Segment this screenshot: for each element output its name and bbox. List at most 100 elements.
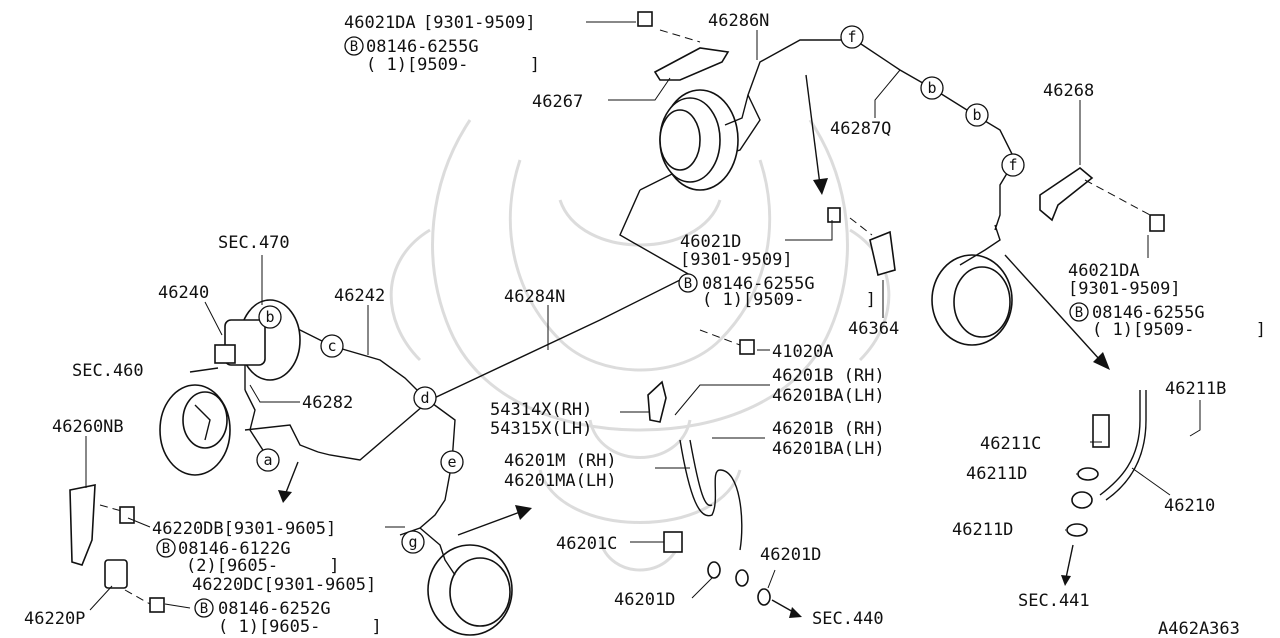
bracket-46260NB bbox=[69, 484, 126, 566]
front-rotor-left bbox=[159, 384, 231, 476]
label-41020A: 41020A bbox=[772, 342, 833, 362]
label-sec441: SEC.441 bbox=[1018, 591, 1090, 611]
label-08146-6255G-top: 08146-6255G bbox=[366, 37, 479, 57]
hose-46210 bbox=[1071, 390, 1147, 509]
marker-f-right: f bbox=[1001, 153, 1025, 177]
marker-b-2: b bbox=[965, 103, 989, 127]
label-08146-6255G-mid-qty: ( 1)[9509- ] bbox=[702, 290, 876, 310]
bolts bbox=[119, 11, 1165, 613]
leader-lines bbox=[85, 21, 1201, 611]
label-46201BA-lh-1: 46201BA(LH) bbox=[772, 386, 885, 406]
label-46201M: 46201M (RH) bbox=[504, 451, 617, 471]
label-46211B: 46211B bbox=[1165, 379, 1226, 399]
label-46201C: 46201C bbox=[556, 534, 617, 554]
label-08146-6255G-right: 08146-6255G bbox=[1092, 303, 1205, 323]
label-46211C: 46211C bbox=[980, 434, 1041, 454]
svg-text:f: f bbox=[847, 28, 856, 46]
label-46268: 46268 bbox=[1043, 81, 1094, 101]
label-46201D-1: 46201D bbox=[614, 590, 675, 610]
svg-text:B: B bbox=[350, 39, 358, 55]
label-46201B-rh-1: 46201B (RH) bbox=[772, 366, 885, 386]
figure-code: A462A363 bbox=[1158, 619, 1240, 638]
svg-text:b: b bbox=[265, 308, 274, 326]
label-46286N: 46286N bbox=[708, 11, 769, 31]
svg-text:a: a bbox=[263, 451, 272, 469]
direction-arrows bbox=[278, 74, 1110, 618]
bracket-46220P bbox=[104, 559, 151, 605]
label-46021D-range: [9301-9509] bbox=[680, 250, 793, 270]
watermark-emblem bbox=[389, 119, 891, 572]
bolt-symbol-top: B bbox=[344, 36, 364, 56]
svg-text:B: B bbox=[200, 601, 208, 617]
svg-text:f: f bbox=[1008, 156, 1017, 174]
bolt-symbol-right: B bbox=[1069, 302, 1089, 322]
svg-text:e: e bbox=[447, 453, 456, 471]
marker-e: e bbox=[440, 450, 464, 474]
label-46282: 46282 bbox=[302, 393, 353, 413]
label-08146-6255G-mid: 08146-6255G bbox=[702, 274, 815, 294]
label-46211D-2: 46211D bbox=[952, 520, 1013, 540]
rear-rotor-right bbox=[931, 224, 1013, 346]
label-46021DA-right-range: [9301-9509] bbox=[1068, 279, 1181, 299]
svg-text:B: B bbox=[1075, 305, 1083, 321]
label-08146-6255G-top-qty: ( 1)[9509- ] bbox=[366, 55, 540, 75]
bracket-46364 bbox=[849, 217, 896, 277]
label-46210: 46210 bbox=[1164, 496, 1215, 516]
marker-a: a bbox=[256, 448, 280, 472]
label-46220P: 46220P bbox=[24, 609, 85, 629]
bolt-symbol-6252G: B bbox=[194, 598, 214, 618]
master-cylinder bbox=[189, 299, 301, 390]
label-46220DB: 46220DB[9301-9605] bbox=[152, 519, 336, 539]
label-46287Q: 46287Q bbox=[830, 119, 891, 139]
label-46240: 46240 bbox=[158, 283, 209, 303]
label-46220DC: 46220DC[9301-9605] bbox=[192, 575, 376, 595]
hose-46201M bbox=[679, 439, 749, 587]
front-rotor-top bbox=[659, 89, 749, 191]
label-sec470: SEC.470 bbox=[218, 233, 290, 253]
bolt-symbol-mid: B bbox=[678, 273, 698, 293]
label-08146-6255G-right-qty: ( 1)[9509- ] bbox=[1092, 320, 1266, 340]
marker-g: g bbox=[401, 530, 425, 554]
label-08146-6122G-qty: (2)[9605- ] bbox=[186, 556, 340, 576]
label-46021DA-right: 46021DA bbox=[1068, 261, 1140, 281]
bolt-symbol-6122G: B bbox=[156, 538, 176, 558]
marker-b-left: b bbox=[258, 305, 282, 329]
label-54314X: 54314X(RH) bbox=[490, 400, 592, 420]
label-46021DA-top: 46021DA bbox=[344, 13, 416, 33]
label-08146-6252G-qty: ( 1)[9605- ] bbox=[218, 617, 382, 637]
washers bbox=[707, 467, 1099, 606]
svg-text:B: B bbox=[162, 541, 170, 557]
svg-text:d: d bbox=[420, 389, 429, 407]
marker-b-1: b bbox=[920, 76, 944, 100]
label-46211D-1: 46211D bbox=[966, 464, 1027, 484]
label-46267: 46267 bbox=[532, 92, 583, 112]
svg-text:c: c bbox=[327, 337, 336, 355]
label-46364: 46364 bbox=[848, 319, 899, 339]
label-08146-6122G: 08146-6122G bbox=[178, 539, 291, 559]
marker-f-top: f bbox=[840, 25, 864, 49]
marker-d: d bbox=[413, 386, 437, 410]
label-46242: 46242 bbox=[334, 286, 385, 306]
bracket-46268 bbox=[1039, 167, 1151, 222]
rear-rotor-left bbox=[419, 527, 513, 636]
svg-text:B: B bbox=[684, 276, 692, 292]
label-46021DA-top-range: [9301-9509] bbox=[423, 13, 536, 33]
label-46260NB: 46260NB bbox=[52, 417, 124, 437]
label-46201B-rh-2: 46201B (RH) bbox=[772, 419, 885, 439]
label-46201MA: 46201MA(LH) bbox=[504, 471, 617, 491]
label-sec460: SEC.460 bbox=[72, 361, 144, 381]
label-46201D-2: 46201D bbox=[760, 545, 821, 565]
svg-text:g: g bbox=[408, 533, 417, 551]
label-54315X: 54315X(LH) bbox=[490, 419, 592, 439]
svg-text:b: b bbox=[972, 106, 981, 124]
svg-text:b: b bbox=[927, 79, 936, 97]
bracket-54314X bbox=[647, 329, 741, 423]
label-08146-6252G: 08146-6252G bbox=[218, 599, 331, 619]
marker-c: c bbox=[320, 334, 344, 358]
part-labels: 46021DA [9301-9509] 08146-6255G ( 1)[950… bbox=[24, 11, 1266, 638]
label-sec440: SEC.440 bbox=[812, 609, 884, 629]
label-46021D: 46021D bbox=[680, 232, 741, 252]
label-46284N: 46284N bbox=[504, 287, 565, 307]
label-46201BA-lh-2: 46201BA(LH) bbox=[772, 439, 885, 459]
